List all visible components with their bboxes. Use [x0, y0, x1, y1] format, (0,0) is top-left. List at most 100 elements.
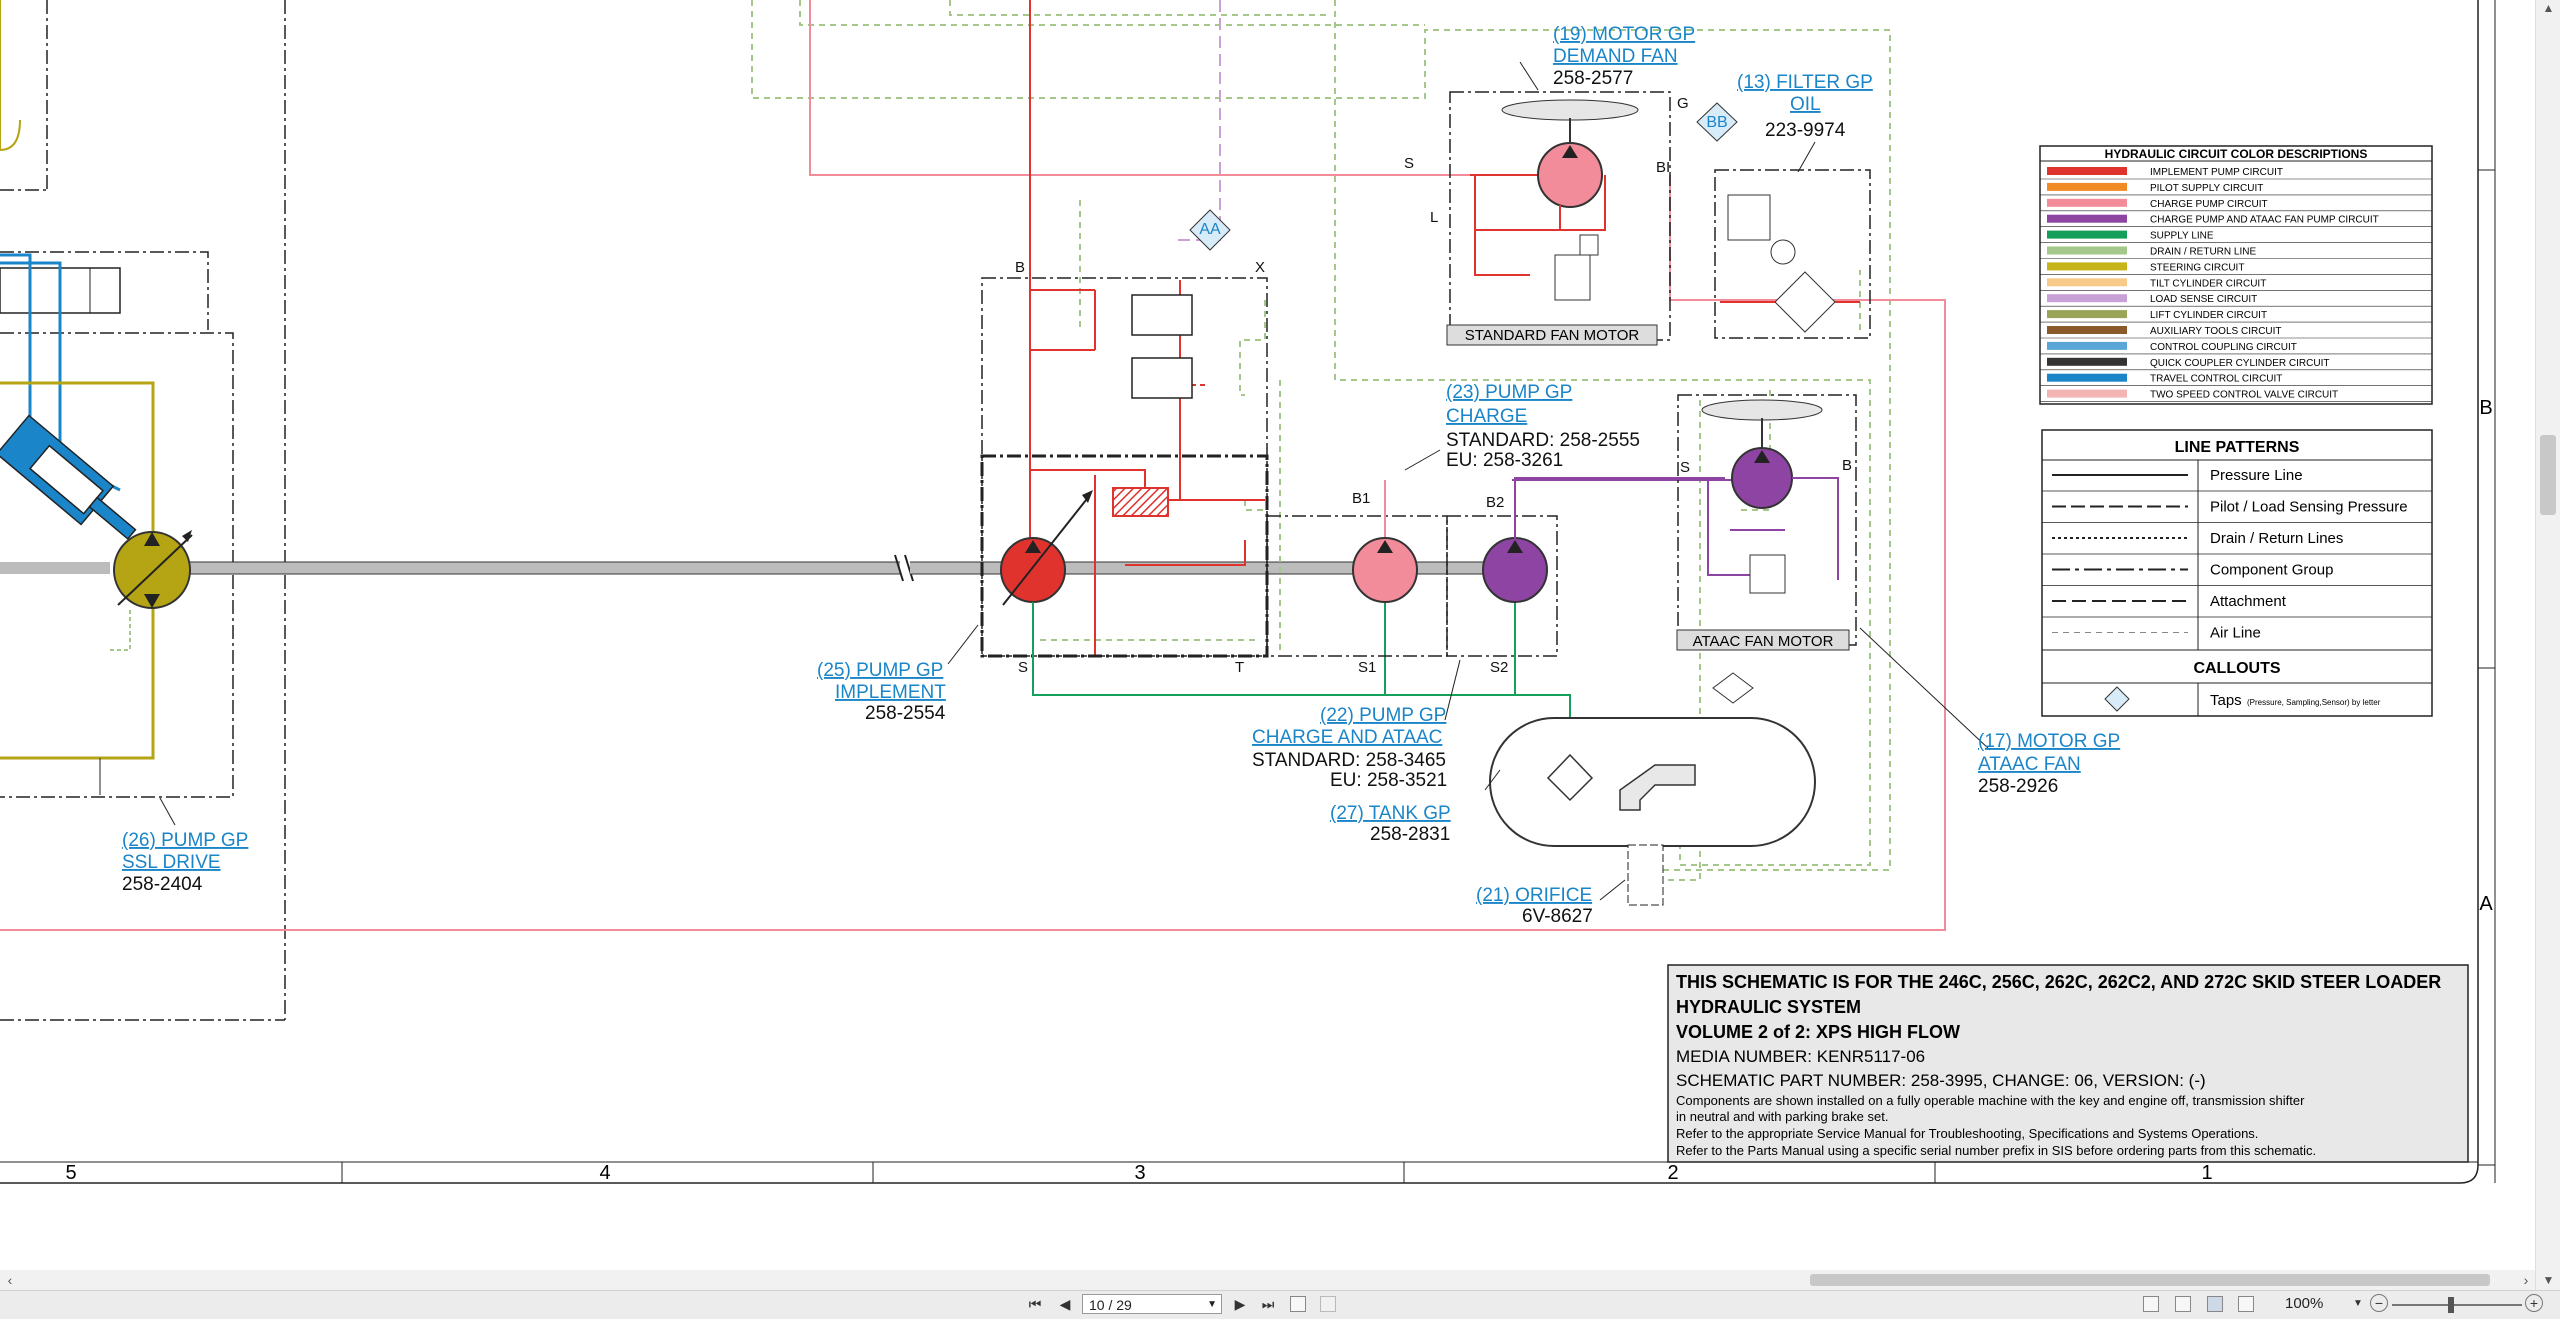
callout-13-part: 223-9974	[1765, 120, 1846, 141]
legend-label: CONTROL COUPLING CIRCUIT	[2150, 342, 2297, 353]
tap-bb-icon[interactable]: BB	[1696, 102, 1738, 142]
paste-page-icon[interactable]	[1320, 1296, 1336, 1312]
vertical-scroll-thumb[interactable]	[2540, 435, 2556, 515]
ataac-fan-motor	[1676, 394, 1857, 704]
callout-26-title[interactable]: (26) PUMP GP	[122, 830, 248, 851]
port-s-implement: S	[1018, 659, 1028, 676]
legend-swatch	[2047, 326, 2127, 334]
horizontal-scrollbar[interactable]: ‹ ›	[0, 1270, 2535, 1290]
port-b-ataac: B	[1842, 457, 1852, 474]
book-view-icon[interactable]	[2238, 1296, 2254, 1312]
legend-label: QUICK COUPLER CYLINDER CIRCUIT	[2150, 358, 2329, 369]
first-page-icon[interactable]: ⏮	[1028, 1296, 1042, 1312]
scroll-left-icon[interactable]: ‹	[7, 1272, 13, 1288]
line-pattern-label: Air Line	[2210, 625, 2261, 642]
callout-23-standard: STANDARD: 258-2555	[1446, 430, 1640, 451]
callout-26-part: 258-2404	[122, 874, 203, 895]
title-line-1: THIS SCHEMATIC IS FOR THE 246C, 256C, 26…	[1676, 972, 2441, 992]
legend-label: TILT CYLINDER CIRCUIT	[2150, 278, 2266, 289]
callout-19-title[interactable]: (19) MOTOR GP	[1553, 24, 1695, 45]
charge-pump	[1352, 537, 1418, 603]
callout-13-title[interactable]: (13) FILTER GP	[1737, 72, 1873, 93]
callout-25-subtitle[interactable]: IMPLEMENT	[835, 682, 946, 703]
standard-fan-motor	[1446, 91, 1671, 346]
oil-filter	[1714, 169, 1871, 339]
vertical-scrollbar[interactable]: ▲ ▼	[2535, 0, 2560, 1290]
legend-swatch	[2047, 167, 2127, 175]
callout-22-title[interactable]: (22) PUMP GP	[1320, 705, 1446, 726]
zoom-in-icon[interactable]: +	[2525, 1294, 2543, 1312]
callout-23-eu: EU: 258-3261	[1446, 450, 1563, 471]
hydraulic-tank	[1489, 717, 1816, 906]
callout-25-title[interactable]: (25) PUMP GP	[817, 660, 943, 681]
scroll-down-icon[interactable]: ▼	[2542, 1273, 2555, 1287]
zoom-level[interactable]: 100%	[2285, 1295, 2324, 1312]
title-line-4: MEDIA NUMBER: KENR5117-06	[1676, 1047, 1925, 1066]
legend-swatch	[2047, 262, 2127, 271]
single-page-view-icon[interactable]	[2143, 1296, 2159, 1312]
line-pattern-label: Pilot / Load Sensing Pressure	[2210, 499, 2408, 516]
scroll-right-icon[interactable]: ›	[2523, 1272, 2529, 1288]
tap-aa-label: AA	[1199, 221, 1221, 238]
port-b1: B1	[1352, 490, 1370, 507]
legend-label: IMPLEMENT PUMP CIRCUIT	[2150, 167, 2283, 178]
callout-17-title[interactable]: (17) MOTOR GP	[1978, 731, 2120, 752]
callout-23-subtitle[interactable]: CHARGE	[1446, 406, 1527, 427]
legend-label: STEERING CIRCUIT	[2150, 262, 2244, 273]
callout-26-subtitle[interactable]: SSL DRIVE	[122, 852, 221, 873]
hydraulic-schematic: 5 4 3 2 1 B A	[0, 0, 2496, 1184]
next-page-icon[interactable]: ▶	[1234, 1296, 1246, 1312]
horizontal-scroll-thumb[interactable]	[1810, 1274, 2490, 1286]
tap-aa-icon[interactable]: AA	[1189, 209, 1231, 251]
zone-row-a: A	[2479, 893, 2493, 915]
scroll-up-icon[interactable]: ▲	[2542, 1, 2555, 15]
callout-19-subtitle[interactable]: DEMAND FAN	[1553, 46, 1678, 67]
title-line-5: SCHEMATIC PART NUMBER: 258-3995, CHANGE:…	[1676, 1071, 2206, 1090]
status-bar: ⏮ ◀ 10 / 29 ▼ ▶ ⏭ 100% ▼ − +	[0, 1290, 2560, 1319]
callout-25-part: 258-2554	[865, 703, 946, 724]
legend-swatch	[2047, 214, 2127, 223]
legend-label: AUXILIARY TOOLS CIRCUIT	[2150, 326, 2282, 337]
legend-swatch	[2047, 357, 2127, 366]
callout-13-subtitle[interactable]: OIL	[1790, 94, 1821, 115]
legend-label: LIFT CYLINDER CIRCUIT	[2150, 310, 2267, 321]
title-note-3: Refer to the appropriate Service Manual …	[1676, 1126, 2258, 1141]
port-t: T	[1235, 659, 1244, 676]
line-pattern-label: Drain / Return Lines	[2210, 530, 2343, 547]
port-g: G	[1677, 95, 1689, 112]
tap-legend-icon	[2104, 686, 2130, 712]
callout-17-subtitle[interactable]: ATAAC FAN	[1978, 754, 2081, 775]
standard-fan-motor-label: STANDARD FAN MOTOR	[1465, 327, 1640, 344]
zone-row-b: B	[2479, 397, 2492, 419]
legend-title: HYDRAULIC CIRCUIT COLOR DESCRIPTIONS	[2105, 147, 2368, 161]
callout-27-title[interactable]: (27) TANK GP	[1330, 803, 1451, 824]
callout-23-title[interactable]: (23) PUMP GP	[1446, 382, 1572, 403]
legend-label: TRAVEL CONTROL CIRCUIT	[2150, 374, 2282, 385]
zoom-out-icon[interactable]: −	[2370, 1294, 2388, 1312]
page-dropdown-icon[interactable]: ▼	[1207, 1299, 1217, 1310]
zone-1: 1	[2201, 1162, 2212, 1184]
last-page-icon[interactable]: ⏭	[1261, 1296, 1275, 1312]
legend-swatch	[2047, 278, 2127, 287]
callout-21-title[interactable]: (21) ORIFICE	[1476, 885, 1592, 906]
callout-22-subtitle[interactable]: CHARGE AND ATAAC	[1252, 727, 1442, 748]
callout-19-part: 258-2577	[1553, 68, 1633, 89]
port-s-ataac: S	[1680, 459, 1690, 476]
legend-label: LOAD SENSE CIRCUIT	[2150, 294, 2257, 305]
facing-view-icon[interactable]	[2207, 1296, 2223, 1312]
legend-swatch	[2047, 182, 2127, 191]
legend-swatch	[2047, 246, 2127, 255]
page-number-field[interactable]: 10 / 29 ▼	[1082, 1294, 1222, 1314]
zoom-dropdown-icon[interactable]: ▼	[2353, 1298, 2363, 1309]
copy-page-icon[interactable]	[1290, 1296, 1306, 1312]
zoom-slider-thumb[interactable]	[2448, 1297, 2454, 1313]
legend-label: CHARGE PUMP AND ATAAC FAN PUMP CIRCUIT	[2150, 215, 2379, 226]
zoom-slider[interactable]	[2392, 1304, 2522, 1306]
legend-label: SUPPLY LINE	[2150, 231, 2214, 242]
legend-swatch	[2047, 341, 2127, 350]
previous-page-icon[interactable]: ◀	[1059, 1296, 1071, 1312]
taps-note: (Pressure, Sampling,Sensor) by letter	[2247, 698, 2381, 707]
port-bi: BI	[1656, 159, 1670, 176]
continuous-view-icon[interactable]	[2175, 1296, 2191, 1312]
